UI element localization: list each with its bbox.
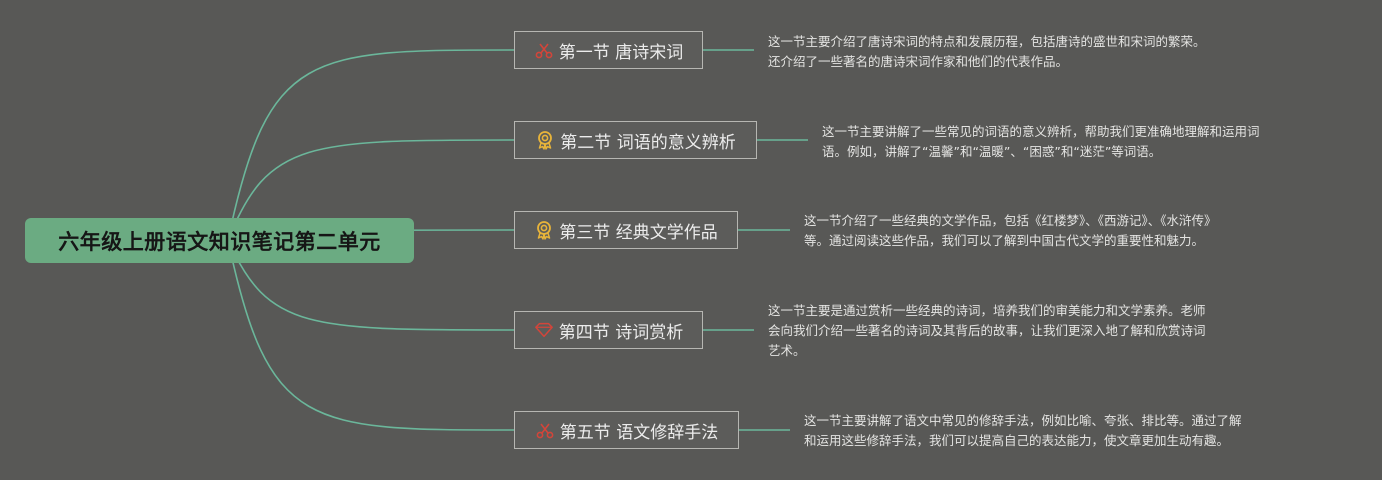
root-title: 六年级上册语文知识笔记第二单元 [58,229,381,254]
note-line: 这一节主要介绍了唐诗宋词的特点和发展历程，包括唐诗的盛世和宋词的繁荣。 [768,34,1206,49]
root-topic-connector [227,49,515,241]
topic-node[interactable]: 第四节 诗词赏析 [514,311,703,349]
topic-node[interactable]: 第二节 词语的意义辨析 [514,121,757,159]
topic-label: 第五节 语文修辞手法 [559,422,719,443]
root-topic-connector [227,239,515,331]
topic-note: 这一节主要是通过赏析一些经典的诗词，培养我们的审美能力和文学素养。老师会向我们介… [768,301,1206,361]
topic-label: 第二节 词语的意义辨析 [560,132,736,153]
note-line: 等。通过阅读这些作品，我们可以了解到中国古代文学的重要性和魅力。 [804,233,1205,248]
root-node[interactable]: 六年级上册语文知识笔记第二单元 [25,218,414,263]
note-line: 艺术。 [768,343,806,358]
root-topic-connector [227,139,515,241]
award-icon [535,130,555,150]
note-line: 这一节主要讲解了语文中常见的修辞手法，例如比喻、夸张、排比等。通过了解 [804,413,1242,428]
note-line: 还介绍了一些著名的唐诗宋词作家和他们的代表作品。 [768,54,1069,69]
note-line: 这一节介绍了一些经典的文学作品，包括《红楼梦》、《西游记》、《水浒传》 [804,213,1217,228]
gem-icon [534,320,554,340]
scissors-icon [535,420,555,440]
note-line: 这一节主要是通过赏析一些经典的诗词，培养我们的审美能力和文学素养。老师 [768,303,1206,318]
note-line: 和运用这些修辞手法，我们可以提高自己的表达能力，使文章更加生动有趣。 [804,433,1230,448]
root-topic-connector [227,239,515,431]
topic-label: 第三节 经典文学作品 [559,222,718,243]
topic-note: 这一节介绍了一些经典的文学作品，包括《红楼梦》、《西游记》、《水浒传》等。通过阅… [804,211,1217,251]
scissors-icon [534,40,554,60]
topic-note: 这一节主要讲解了语文中常见的修辞手法，例如比喻、夸张、排比等。通过了解和运用这些… [804,411,1242,451]
note-line: 会向我们介绍一些著名的诗词及其背后的故事，让我们更深入地了解和欣赏诗词 [768,323,1206,338]
topic-label: 第一节 唐诗宋词 [558,42,684,63]
topic-node[interactable]: 第一节 唐诗宋词 [514,31,703,69]
topic-note: 这一节主要介绍了唐诗宋词的特点和发展历程，包括唐诗的盛世和宋词的繁荣。还介绍了一… [768,32,1206,72]
note-line: 语。例如，讲解了“温馨”和“温暖”、“困惑”和“迷茫”等词语。 [822,144,1162,159]
note-line: 这一节主要讲解了一些常见的词语的意义辨析，帮助我们更准确地理解和运用词 [822,124,1260,139]
topic-label: 第四节 诗词赏析 [558,322,684,343]
topic-note: 这一节主要讲解了一些常见的词语的意义辨析，帮助我们更准确地理解和运用词语。例如，… [822,122,1260,162]
award-icon [534,220,554,240]
topic-node[interactable]: 第五节 语文修辞手法 [514,411,739,449]
topic-node[interactable]: 第三节 经典文学作品 [514,211,738,249]
